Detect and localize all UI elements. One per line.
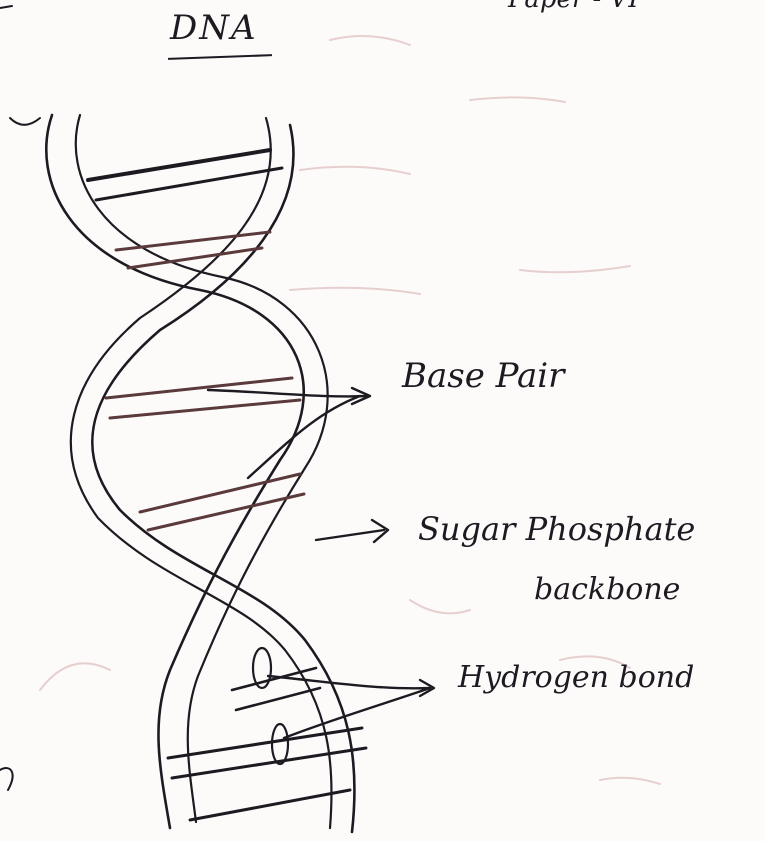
- base-pair-rung: [140, 474, 300, 512]
- base-pair-leader-upper: [208, 390, 368, 396]
- base-pairs: [88, 150, 366, 820]
- base-pair-rung: [106, 378, 292, 398]
- base-pair-rung: [148, 494, 304, 530]
- base-pair-rung: [110, 400, 300, 418]
- hydrogen-bond-leader-upper: [268, 676, 430, 688]
- margin-marks: [0, 6, 40, 790]
- sugar-backbone-leader: [316, 530, 384, 540]
- base-pair-rung: [236, 688, 320, 710]
- base-pair-rung: [190, 790, 350, 820]
- label-base-pair: Base Pair: [402, 356, 564, 396]
- hydrogen-bond-oval: [272, 724, 288, 764]
- diagram-title: DNA: [170, 8, 258, 48]
- hydrogen-bond-leader-lower: [284, 688, 430, 738]
- strand-a-inner: [76, 115, 328, 822]
- header-fragment: Paper - VI: [508, 0, 639, 14]
- base-pair-leader-lower: [248, 396, 360, 478]
- strand-b-inner: [71, 118, 332, 828]
- strand-a-outer: [46, 115, 303, 828]
- base-pair-rung: [116, 232, 270, 250]
- label-backbone: backbone: [534, 572, 680, 607]
- label-sugar-phosphate: Sugar Phosphate: [418, 510, 695, 548]
- label-hydrogen-bond: Hydrogen bond: [458, 660, 694, 695]
- leader-lines: [208, 388, 434, 738]
